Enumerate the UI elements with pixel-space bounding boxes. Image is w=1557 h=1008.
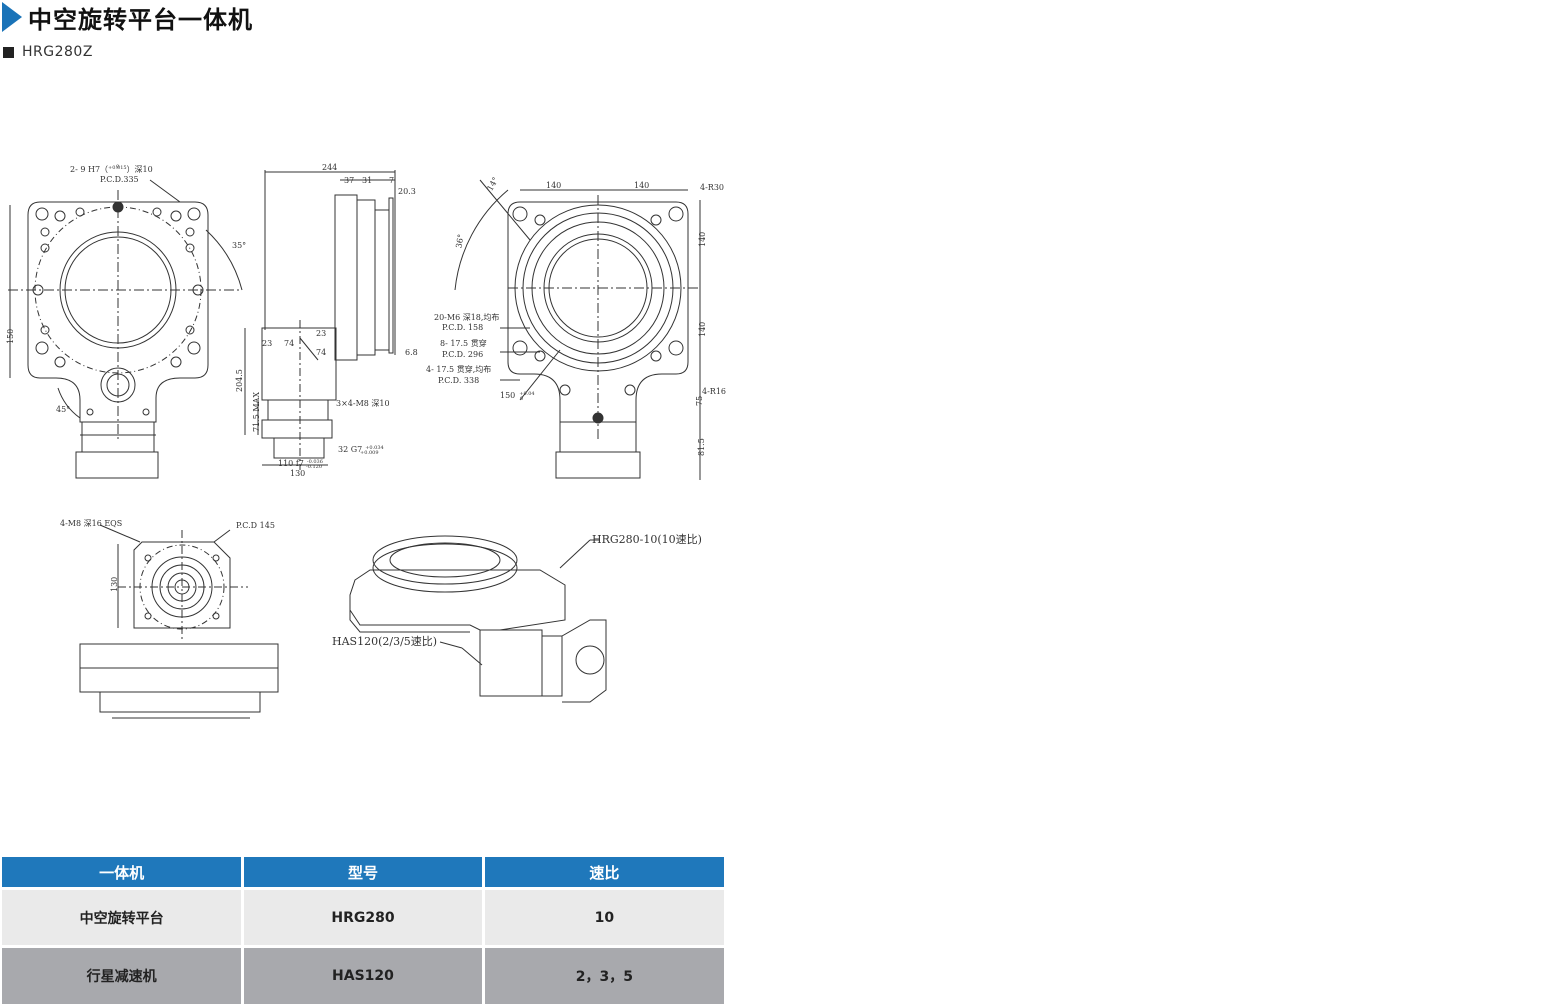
header-ratio: 速比 (483, 857, 724, 889)
side-dim-31: 31 (362, 176, 372, 185)
side-dim-37: 37 (344, 176, 354, 185)
table-cell: 10 (483, 887, 724, 947)
top-view (454, 179, 701, 480)
top-dim-140d: 140 (698, 322, 707, 337)
spec-table: 一体机 型号 速比 中空旋转平台 HRG280 10 行星减速机 HAS120 … (2, 857, 724, 1004)
table-row: 行星减速机 HAS120 2，3，5 (2, 945, 724, 1004)
table-cell: HAS120 (242, 945, 485, 1004)
front-pcd: P.C.D.335 (100, 175, 139, 184)
top-note-1a: 20-M6 深18,均布 (434, 312, 499, 322)
iso-label-bottom: HAS120(2/3/5速比) (332, 635, 437, 648)
top-note-3a: 4- 17.5 贯穿,均布 (426, 364, 491, 374)
iso-view (349, 535, 607, 703)
side-dim-20-3: 20.3 (398, 187, 416, 196)
page-title-text: 中空旋转平台一体机 (28, 5, 253, 34)
reducer-dim-130: 130 (110, 577, 119, 592)
top-note-2a: 8- 17.5 贯穿 (440, 338, 487, 348)
front-angle-45: 45° (56, 405, 70, 414)
front-view (8, 179, 243, 479)
header-unit: 一体机 (2, 857, 245, 889)
table-cell: 行星减速机 (2, 945, 245, 1004)
top-r16: 4-R16 (702, 387, 726, 396)
side-dim-74a: 74 (284, 339, 294, 348)
side-shaft-2-tol-b: +0.009 (360, 450, 379, 456)
reducer-pcd: P.C.D 145 (236, 521, 275, 530)
top-note-2b: P.C.D. 296 (442, 350, 483, 359)
top-dim-81-5: 81.5 (697, 438, 706, 456)
technical-drawing: 2- 9 H7（+0.015）深10 0 P.C.D.335 35° 150 4… (6, 163, 726, 719)
top-dim-75: 75 (695, 396, 704, 406)
top-note-3b: P.C.D. 338 (438, 376, 479, 385)
table-cell: 中空旋转平台 (2, 887, 245, 947)
model-text: HRG280Z (22, 44, 93, 60)
reducer-note-m8: 4-M8 深16 EQS (60, 519, 122, 528)
top-dim-150-tol-b: 0 (520, 396, 523, 402)
table-row: 中空旋转平台 HRG280 10 (2, 887, 724, 947)
front-angle-35: 35° (232, 241, 246, 250)
table-cell: HRG280 (242, 887, 485, 947)
side-view (244, 170, 396, 470)
front-hole-tol-low: 0 (116, 164, 119, 170)
side-shaft-1-tol-b: -0.120 (306, 464, 322, 470)
side-dim-6-8: 6.8 (405, 348, 418, 357)
iso-label-top: HRG280-10(10速比) (592, 533, 702, 546)
header-model: 型号 (242, 857, 485, 889)
top-angle-14: 14° (485, 176, 500, 193)
top-dim-140a: 140 (546, 181, 561, 190)
side-shaft-2: 32 G7+0.034 (338, 445, 384, 454)
side-shaft-1: 110 f7-0.036 (278, 459, 323, 468)
table-cell: 2，3，5 (483, 945, 724, 1004)
side-dim-71-5max: 71.5 MAX (252, 392, 261, 432)
square-bullet-icon (3, 46, 14, 58)
top-angle-36: 36° (454, 233, 465, 249)
top-dim-140c: 140 (698, 232, 707, 247)
side-dim-130: 130 (290, 469, 305, 478)
front-dim-150: 150 (6, 329, 15, 344)
top-dim-140b: 140 (634, 181, 649, 190)
front-hole-note: 2- 9 H7（+0.015）深10 (70, 165, 153, 174)
title-arrow-icon (2, 2, 22, 32)
reducer-view (79, 524, 279, 719)
side-dim-7: 7 (389, 176, 394, 185)
top-dim-150: 150+0.04 (500, 391, 535, 400)
table-header-row: 一体机 型号 速比 (2, 857, 724, 889)
side-screw-note: 3×4-M8 深10 (336, 399, 390, 408)
top-r30: 4-R30 (700, 183, 724, 192)
side-dim-74b: 74 (316, 348, 326, 357)
top-note-1b: P.C.D. 158 (442, 323, 483, 332)
side-dim-23a: 23 (262, 339, 272, 348)
side-dim-204-5: 204.5 (235, 369, 244, 392)
page-title: 中空旋转平台一体机 (2, 0, 253, 34)
side-dim-244: 244 (322, 163, 337, 172)
side-dim-23b: 23 (316, 329, 326, 338)
model-label: HRG280Z (3, 44, 93, 60)
